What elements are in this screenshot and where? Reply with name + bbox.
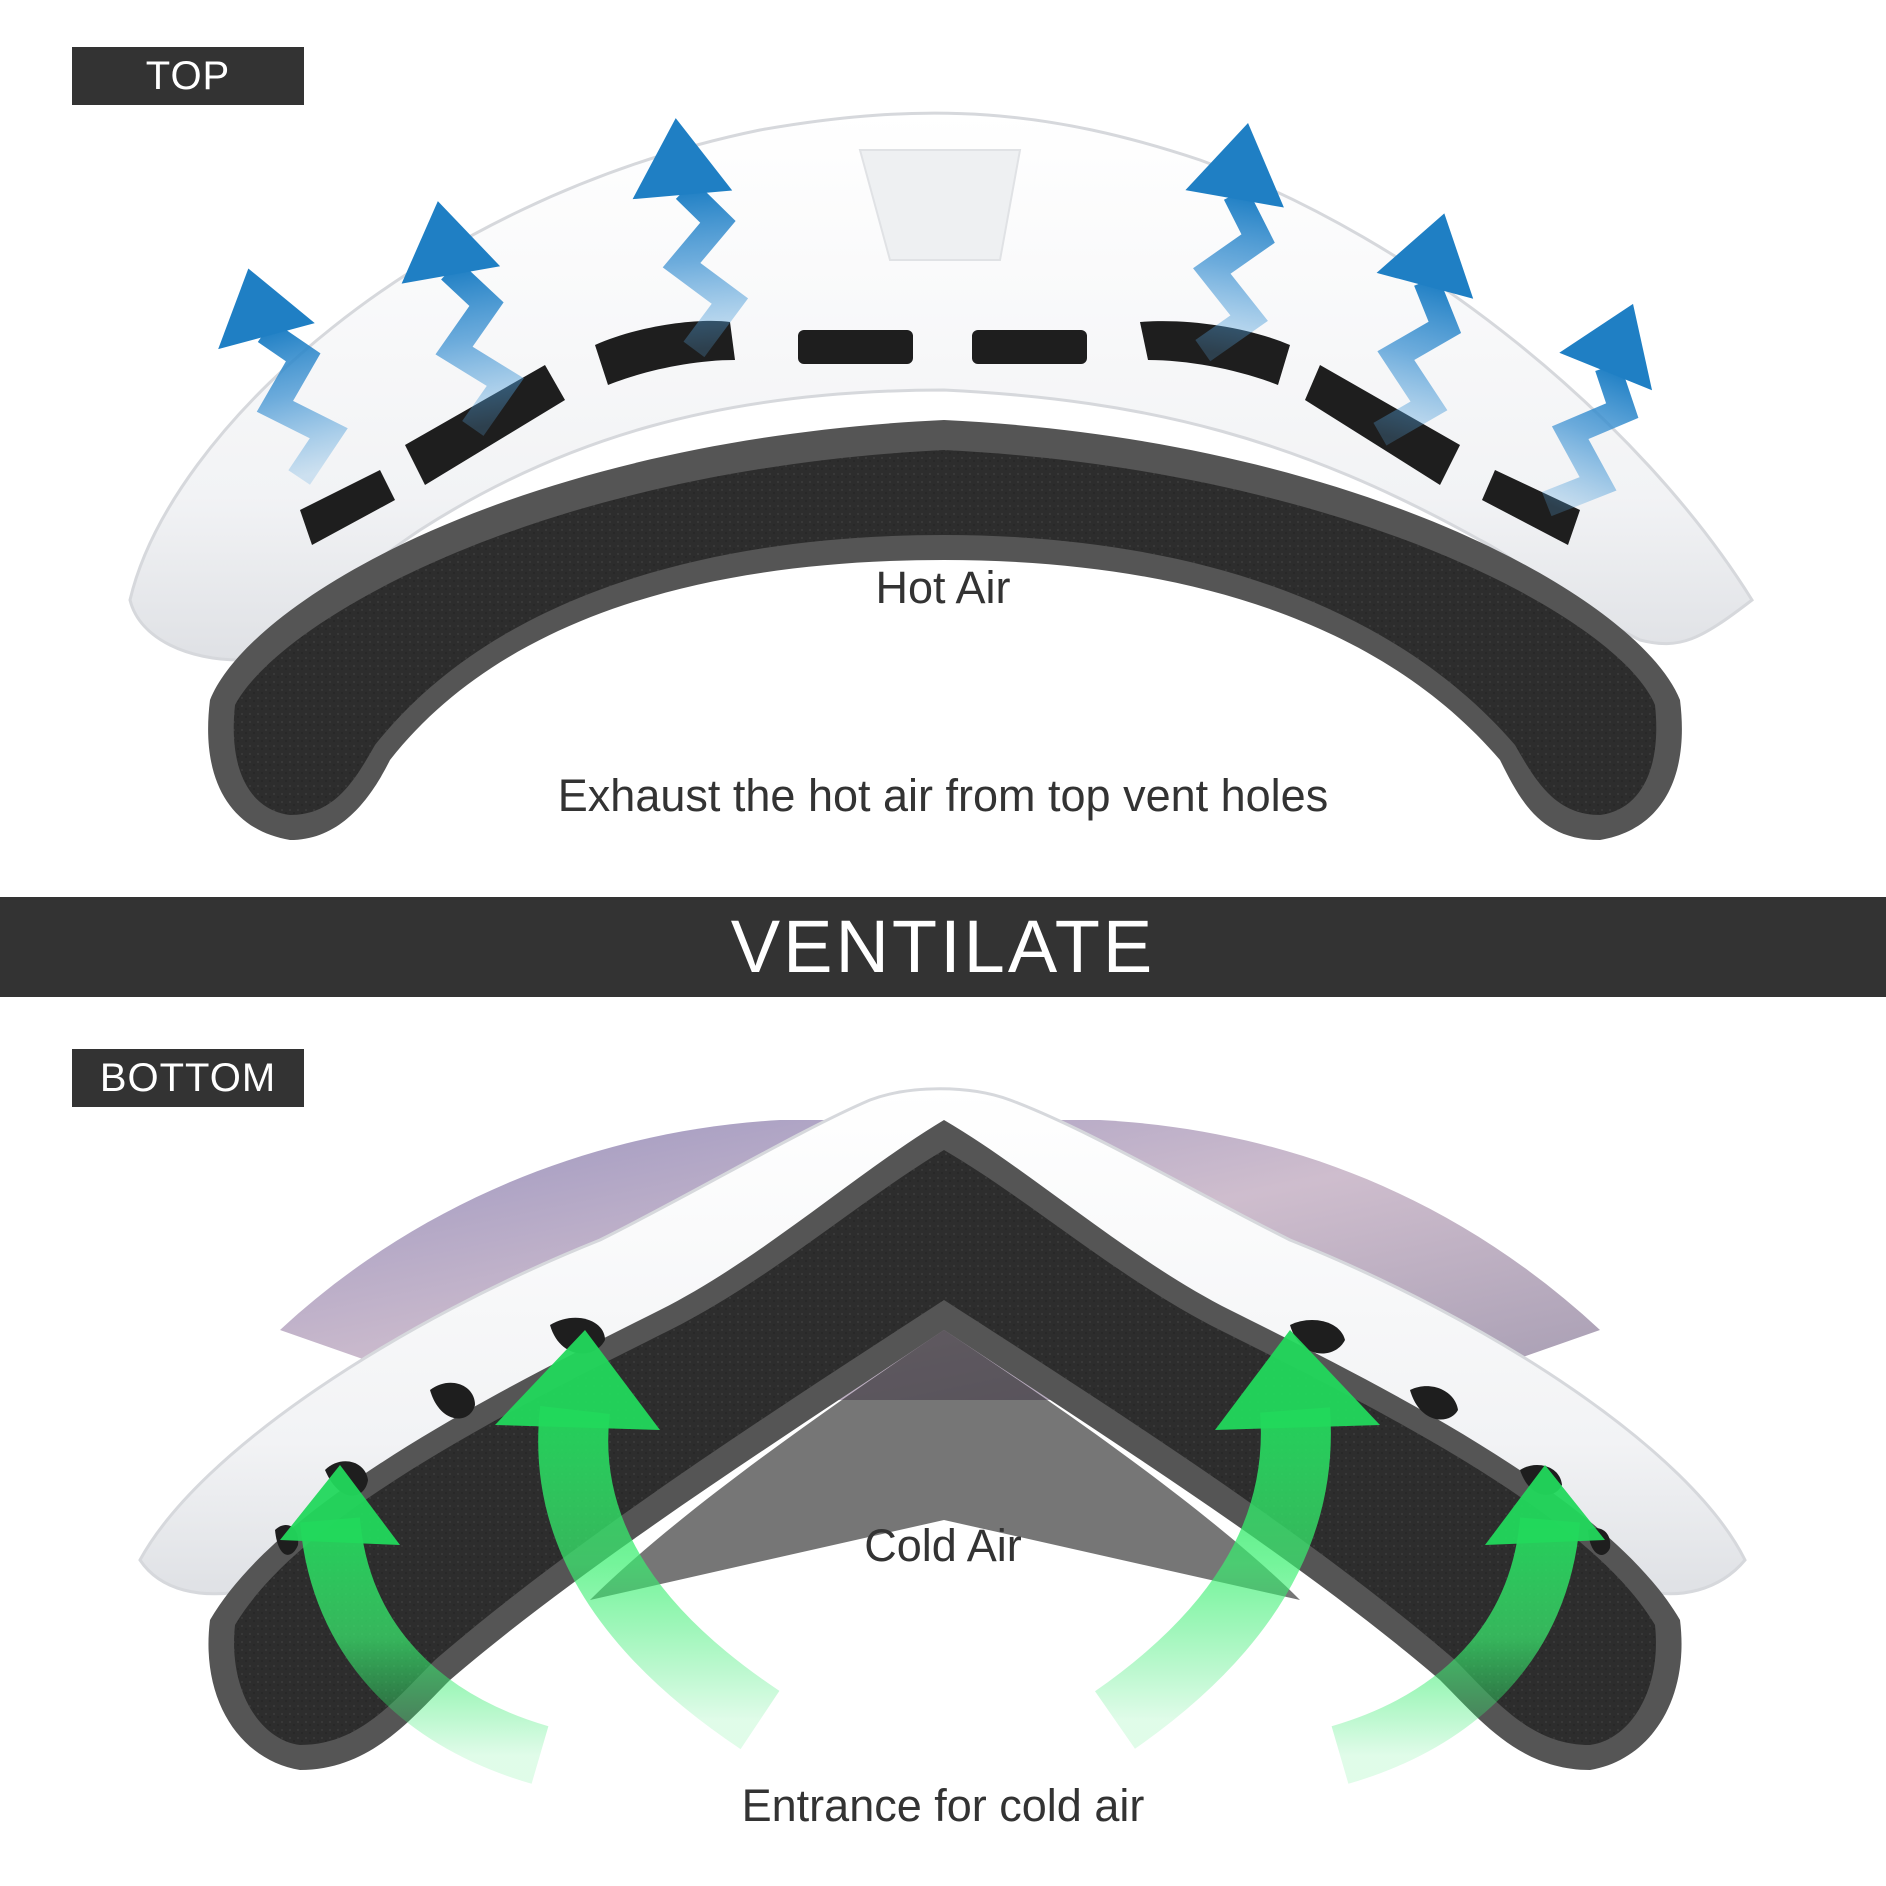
bottom-section-tag: BOTTOM (72, 1049, 304, 1107)
top-goggle-frame (128, 111, 1754, 662)
top-goggle-foam (208, 420, 1682, 840)
exhaust-caption: Exhaust the hot air from top vent holes (557, 770, 1329, 821)
hot-air-label: Hot Air (875, 562, 1011, 613)
cold-air-label: Cold Air (864, 1520, 1022, 1571)
zigzag-up-arrow-icon (218, 118, 1653, 517)
top-section-tag: TOP (72, 47, 304, 105)
curved-up-arrow-icon (280, 1330, 1605, 1784)
ventilate-banner: VENTILATE (0, 897, 1886, 997)
entrance-caption: Entrance for cold air (741, 1780, 1145, 1831)
